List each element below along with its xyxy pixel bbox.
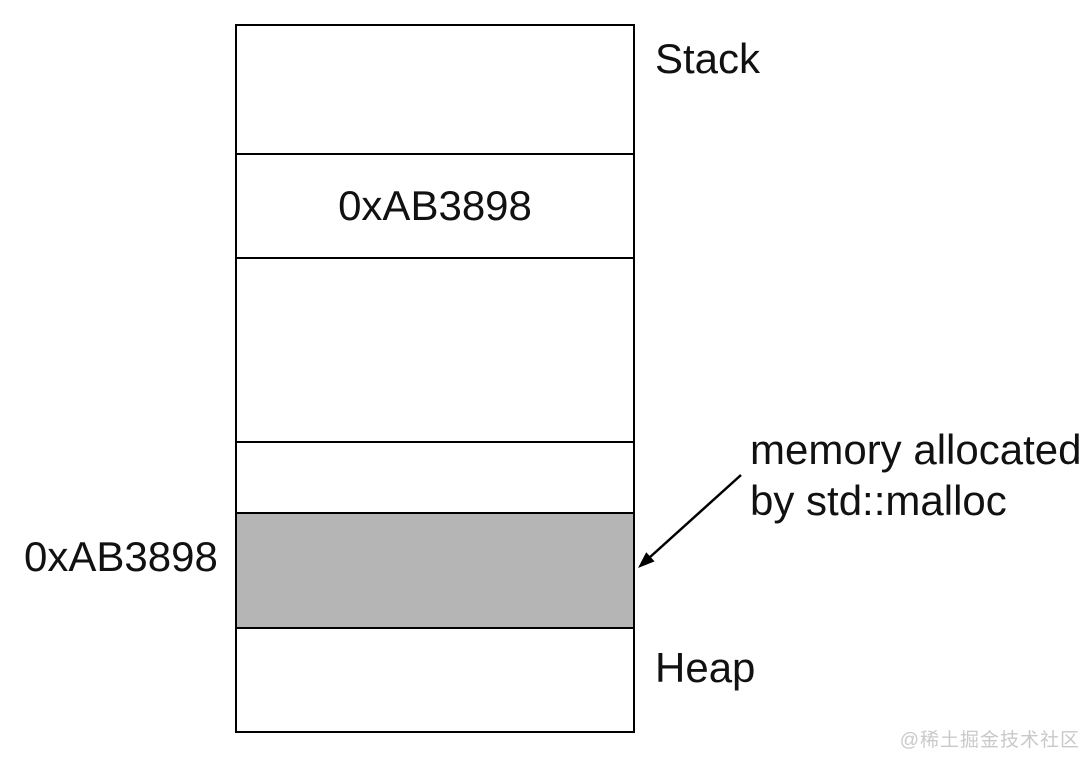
stack-label: Stack	[655, 35, 761, 82]
malloc-annotation: memory allocated by std::malloc	[750, 424, 1081, 526]
memory-cell-above-allocation	[237, 441, 633, 512]
allocated-memory-cell	[237, 512, 633, 627]
watermark: @稀土掘金技术社区	[899, 730, 1080, 751]
malloc-arrowhead-icon	[638, 552, 655, 568]
memory-box: 0xAB3898	[235, 24, 635, 733]
heap-address-label: 0xAB3898	[24, 533, 218, 580]
heap-label: Heap	[655, 644, 756, 691]
stack-cell-value: 0xAB3898	[338, 182, 532, 229]
memory-cell-top	[237, 26, 633, 153]
malloc-annotation-line1: memory allocated	[750, 426, 1082, 473]
malloc-arrow-line	[648, 474, 742, 559]
malloc-annotation-line2: by std::malloc	[750, 477, 1007, 524]
memory-cell-middle	[237, 257, 633, 441]
memory-cell-bottom	[237, 627, 633, 731]
stack-pointer-cell: 0xAB3898	[237, 153, 633, 257]
